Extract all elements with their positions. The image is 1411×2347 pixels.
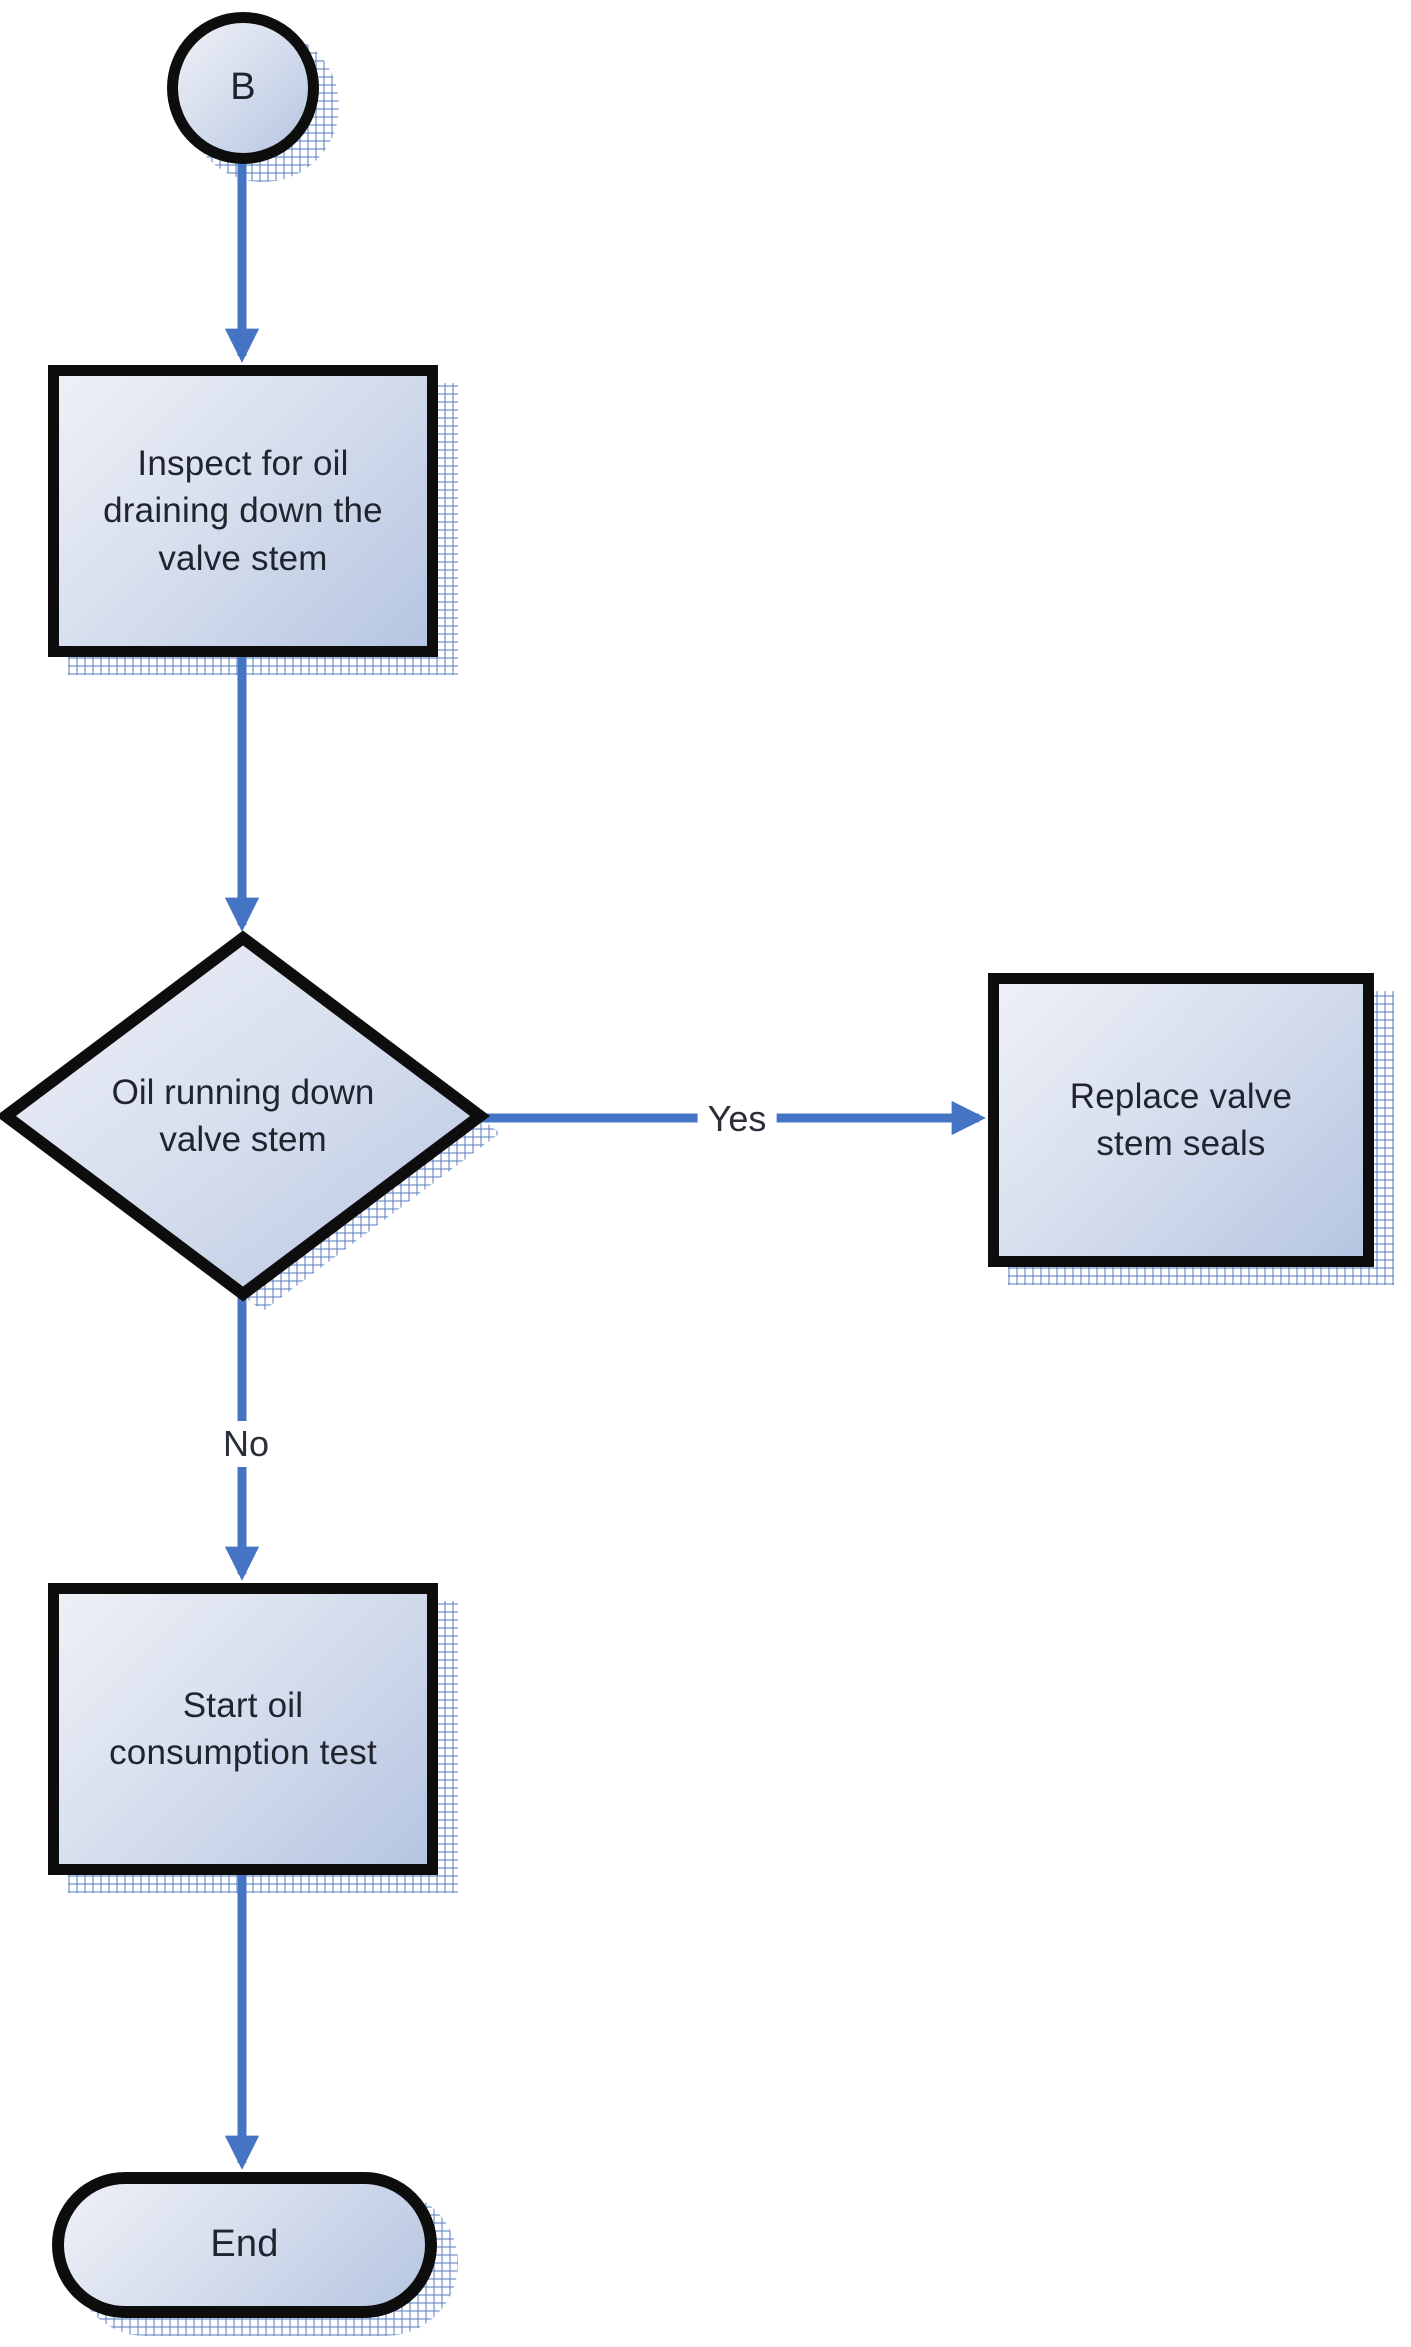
process-node-inspect: Inspect for oil draining down the valve … bbox=[48, 365, 438, 657]
terminator-node-label: End bbox=[210, 2223, 279, 2266]
process-node-label: Inspect for oil draining down the valve … bbox=[103, 444, 383, 578]
process-node-label: Start oil consumption test bbox=[109, 1685, 377, 1772]
connector-node-b: B bbox=[167, 12, 319, 164]
process-node-label: Replace valve stem seals bbox=[1069, 1076, 1293, 1163]
decision-node bbox=[0, 930, 500, 1311]
edge-label-no: No bbox=[212, 1421, 280, 1467]
decision-diamond-shape bbox=[0, 930, 490, 1302]
terminator-node-end: End bbox=[52, 2172, 437, 2318]
process-node-start-test: Start oil consumption test bbox=[48, 1583, 438, 1875]
connector-node-label: B bbox=[230, 66, 256, 109]
decision-node-label: Oil running down valve stem bbox=[111, 1072, 375, 1159]
process-node-replace: Replace valve stem seals bbox=[988, 973, 1374, 1267]
edge-label-yes: Yes bbox=[697, 1096, 777, 1142]
